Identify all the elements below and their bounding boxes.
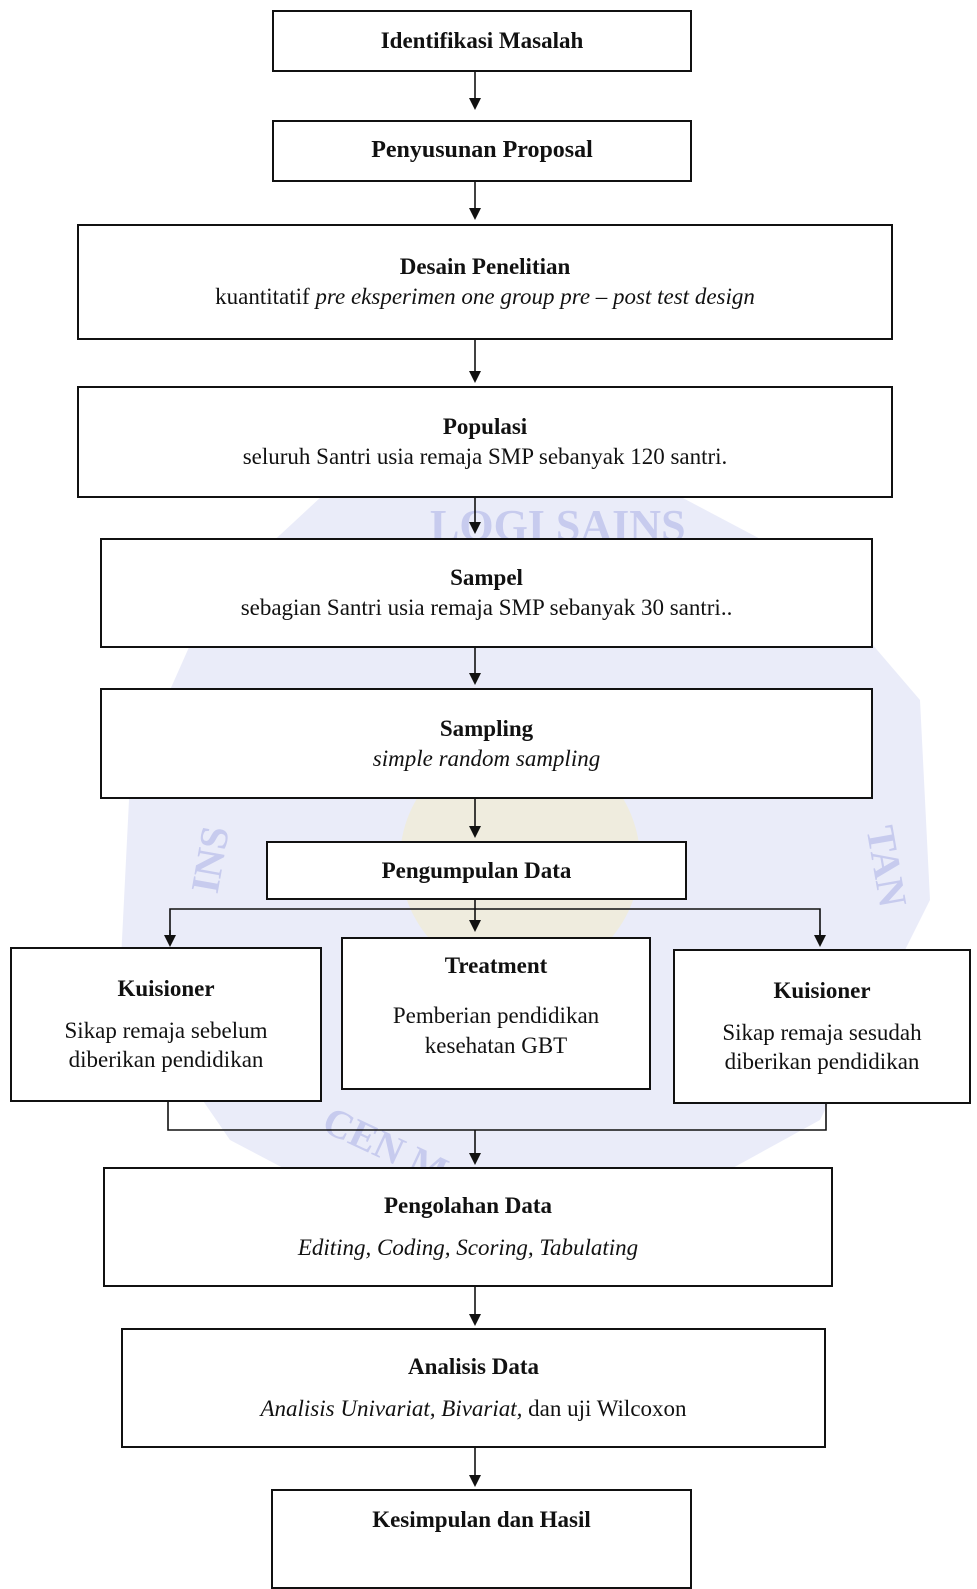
step-title: Penyusunan Proposal [371,137,593,164]
step-description: Analisis Univariat, Bivariat, dan uji Wi… [260,1394,686,1424]
step-title: Kuisioner [773,977,871,1003]
step-sampling: Sampling simple random sampling [100,688,873,799]
step-sampel: Sampel sebagian Santri usia remaja SMP s… [100,538,873,648]
step-title: Desain Penelitian [399,254,571,280]
step-title: Kesimpulan dan Hasil [372,1507,591,1532]
step-desain-penelitian: Desain Penelitian kuantitatif pre eksper… [77,224,893,340]
step-pengolahan-data: Pengolahan Data Editing, Coding, Scoring… [103,1167,833,1287]
step-treatment: Treatment Pemberian pendidikan kesehatan… [341,937,651,1090]
split-bar [169,908,821,945]
step-title: Sampling [439,715,534,741]
step-title: Pengumpulan Data [381,857,572,883]
step-description: sebagian Santri usia remaja SMP sebanyak… [240,595,733,620]
step-line-2: diberikan pendidikan [68,1047,264,1073]
step-title: Treatment [444,953,548,978]
step-title: Kuisioner [117,975,215,1001]
step-line-1: Sikap remaja sebelum [64,1017,268,1043]
step-kuisioner-sebelum: Kuisioner Sikap remaja sebelum diberikan… [10,947,322,1102]
step-description: simple random sampling [372,745,601,771]
step-title: Pengolahan Data [383,1193,553,1219]
desain-text-italic: pre eksperimen one group pre – post test… [315,284,755,309]
step-line-2: diberikan pendidikan [724,1049,920,1075]
step-line-1: Sikap remaja sesudah [722,1019,922,1045]
step-title: Identifikasi Masalah [380,28,584,54]
analisis-text-plain: dan uji Wilcoxon [522,1396,687,1421]
step-kuisioner-sesudah: Kuisioner Sikap remaja sesudah diberikan… [673,949,971,1104]
step-title: Analisis Data [408,1354,539,1380]
step-title: Populasi [442,414,528,440]
step-analisis-data: Analisis Data Analisis Univariat, Bivari… [121,1328,826,1448]
step-identifikasi-masalah: Identifikasi Masalah [272,10,692,72]
step-line-1: Pemberian pendidikan [392,1002,600,1028]
step-penyusunan-proposal: Penyusunan Proposal [272,120,692,182]
step-kesimpulan-dan-hasil: Kesimpulan dan Hasil [271,1489,692,1589]
analisis-text-italic: Analisis Univariat, Bivariat, [260,1396,523,1421]
step-populasi: Populasi seluruh Santri usia remaja SMP … [77,386,893,498]
step-description: Editing, Coding, Scoring, Tabulating [297,1235,639,1260]
step-line-2: kesehatan GBT [424,1032,568,1058]
step-description: kuantitatif pre eksperimen one group pre… [215,282,755,312]
step-title: Sampel [450,565,523,591]
merge-bar [167,1102,827,1131]
step-description: seluruh Santri usia remaja SMP sebanyak … [242,444,728,469]
step-pengumpulan-data: Pengumpulan Data [266,841,687,900]
desain-text-plain: kuantitatif [215,284,316,309]
